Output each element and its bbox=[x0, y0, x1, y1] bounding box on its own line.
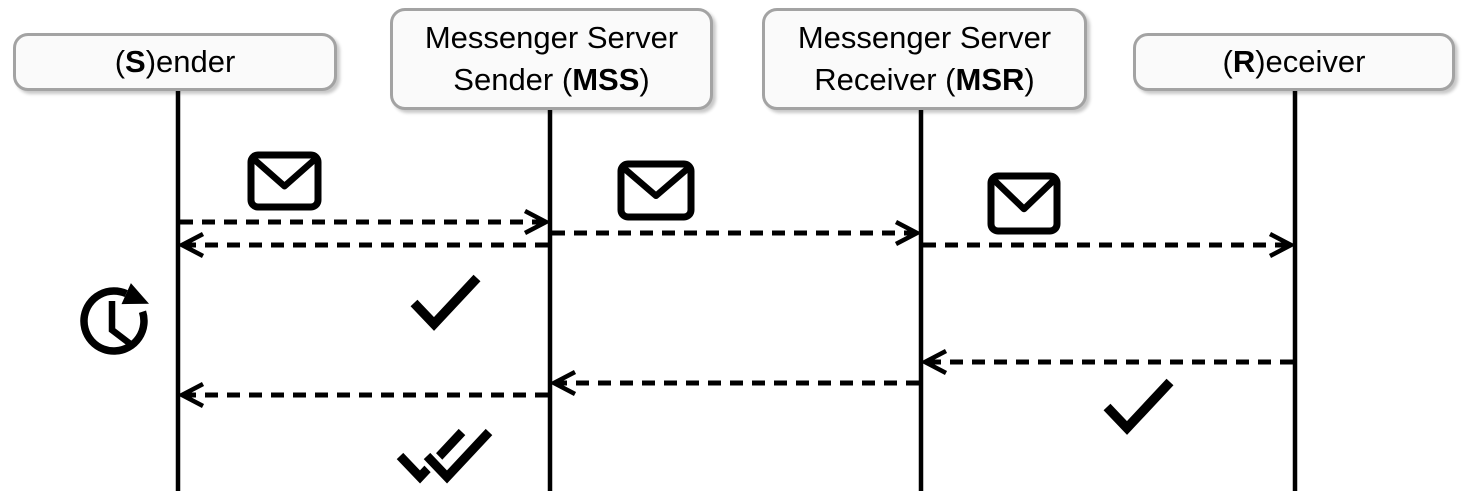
envelope-flap bbox=[992, 178, 1056, 213]
actor-label-mss-line2: Sender (MSS) bbox=[453, 59, 649, 101]
clock-hands bbox=[108, 301, 135, 349]
actor-label-part: ( bbox=[1222, 44, 1233, 79]
actor-label-part: )eceiver bbox=[1255, 44, 1366, 79]
actor-label-sender: (S)ender bbox=[115, 41, 236, 83]
actor-label-part-bold: S bbox=[125, 44, 146, 79]
message-arrow-sent-ack-mss-to-sender bbox=[177, 232, 548, 258]
actor-box-messenger-server-sender: Messenger Server Sender (MSS) bbox=[390, 8, 713, 110]
arrowhead-icon bbox=[177, 382, 205, 408]
actor-label-msr-line1: Messenger Server bbox=[798, 17, 1051, 59]
envelope-icon bbox=[247, 151, 322, 211]
message-arrow-read-ack-msr-to-mss bbox=[549, 370, 919, 396]
actor-label-part: ( bbox=[114, 44, 126, 79]
checkmark-icon bbox=[410, 274, 481, 331]
actor-label-part-bold: R bbox=[1232, 44, 1256, 79]
arrowhead-icon bbox=[1268, 232, 1296, 258]
arrowhead-icon bbox=[894, 220, 922, 246]
checkmark-front bbox=[423, 428, 493, 484]
actor-label-part: Receiver ( bbox=[814, 62, 956, 97]
actor-label-part-bold: MSR bbox=[955, 62, 1025, 97]
message-arrow-send-msr-to-receiver bbox=[923, 232, 1296, 258]
actor-box-sender: (S)ender bbox=[13, 33, 337, 91]
actor-label-part: Sender ( bbox=[453, 62, 573, 97]
message-arrow-send-sender-to-mss bbox=[180, 209, 551, 235]
actor-box-messenger-server-receiver: Messenger Server Receiver (MSR) bbox=[762, 8, 1087, 110]
envelope-flap bbox=[252, 157, 317, 190]
arrowhead-icon bbox=[549, 370, 577, 396]
actor-label-part: Messenger Server bbox=[424, 20, 679, 55]
actor-label-msr-line2: Receiver (MSR) bbox=[814, 59, 1034, 101]
actor-label-mss-line1: Messenger Server bbox=[425, 17, 678, 59]
message-arrow-send-mss-to-msr bbox=[552, 220, 922, 246]
clock-arrowhead bbox=[121, 283, 149, 305]
arrowhead-icon bbox=[523, 209, 551, 235]
message-arrow-read-ack-receiver-to-msr bbox=[920, 349, 1293, 375]
actor-box-receiver: (R)eceiver bbox=[1133, 33, 1455, 91]
checkmark-back bbox=[396, 428, 466, 484]
arrowhead-icon bbox=[177, 232, 205, 258]
message-arrow-read-ack-mss-to-sender bbox=[177, 382, 548, 408]
arrowhead-icon bbox=[920, 349, 948, 375]
envelope-icon bbox=[987, 172, 1061, 235]
actor-label-part: )ender bbox=[145, 44, 236, 79]
double-checkmark-icon bbox=[396, 426, 496, 490]
clock-retry-icon bbox=[80, 283, 149, 355]
clock-face bbox=[80, 287, 148, 355]
actor-label-part: ) bbox=[1024, 62, 1035, 97]
envelope-icon bbox=[617, 160, 695, 221]
actor-label-receiver: (R)eceiver bbox=[1223, 41, 1366, 83]
actor-label-part: ) bbox=[639, 62, 650, 97]
actor-label-part: Messenger Server bbox=[797, 20, 1052, 55]
checkmark-icon bbox=[1103, 378, 1174, 435]
envelope-flap bbox=[622, 166, 690, 200]
actor-label-part-bold: MSS bbox=[572, 62, 640, 97]
